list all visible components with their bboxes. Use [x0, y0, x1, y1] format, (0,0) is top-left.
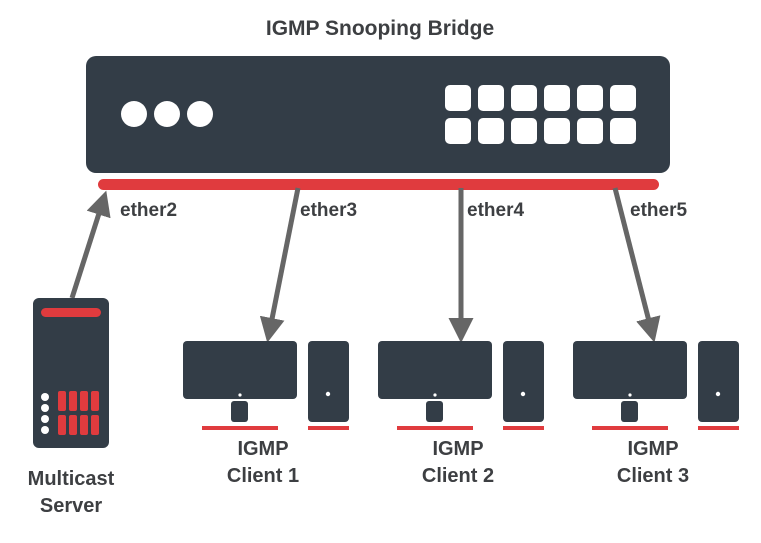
port-label-ether2: ether2: [120, 200, 177, 221]
server-drive-4: [91, 391, 99, 411]
bridge-device: [86, 56, 670, 190]
monitor-base: [592, 426, 668, 430]
pc-tower-base: [503, 426, 544, 430]
diagram-title: IGMP Snooping Bridge: [266, 17, 494, 40]
server-drive-2: [69, 391, 77, 411]
bridge-port-12: [610, 118, 636, 144]
client-3-workstation: IGMP Client 3: [573, 341, 739, 487]
monitor-stand: [621, 401, 638, 422]
bridge-port-4: [544, 85, 570, 111]
monitor-power-dot: [433, 393, 437, 397]
bridge-port-8: [478, 118, 504, 144]
connection-arrows: [69, 187, 661, 343]
bridge-port-7: [445, 118, 471, 144]
pc-tower-power-dot: [325, 391, 331, 397]
pc-tower-base: [308, 426, 349, 430]
pc-tower-power-dot: [520, 391, 526, 397]
server-led-4: [41, 426, 49, 434]
server-led-2: [41, 404, 49, 412]
server-drive-3: [80, 391, 88, 411]
pc-tower-icon: [308, 341, 349, 422]
monitor-icon: [183, 341, 297, 399]
bridge-led-3: [187, 101, 213, 127]
server-drive-8: [91, 415, 99, 435]
server-drive-bays: [58, 391, 99, 435]
client-3-label-line1: IGMP: [627, 438, 678, 460]
bridge-port-5: [577, 85, 603, 111]
bridge-bus-bar: [98, 179, 659, 190]
client-2-label-line2: Client 2: [422, 465, 494, 487]
arrow-server-to-ether2: [69, 190, 111, 299]
server-label-line1: Multicast: [28, 468, 115, 490]
server-chassis: [33, 298, 109, 448]
port-label-ether5: ether5: [630, 200, 687, 221]
server-leds: [41, 393, 49, 434]
server-drive-1: [58, 391, 66, 411]
port-label-ether3: ether3: [300, 200, 357, 221]
pc-tower-icon: [698, 341, 739, 422]
bridge-port-2: [478, 85, 504, 111]
bridge-port-6: [610, 85, 636, 111]
client-1-workstation: IGMP Client 1: [183, 341, 349, 487]
client-3-label-line2: Client 3: [617, 465, 689, 487]
client-1-label-line1: IGMP: [237, 438, 288, 460]
bridge-port-10: [544, 118, 570, 144]
bridge-status-leds: [121, 101, 213, 127]
server-label-line2: Server: [40, 495, 102, 517]
server-top-stripe: [41, 308, 101, 317]
monitor-icon: [378, 341, 492, 399]
bridge-led-2: [154, 101, 180, 127]
arrow-ether5-to-client3: [612, 187, 661, 343]
multicast-server-icon: [33, 298, 109, 448]
monitor-stand: [426, 401, 443, 422]
monitor-stand: [231, 401, 248, 422]
port-label-ether4: ether4: [467, 200, 524, 221]
server-led-1: [41, 393, 49, 401]
server-drive-6: [69, 415, 77, 435]
bridge-port-grid: [445, 85, 636, 144]
server-drive-7: [80, 415, 88, 435]
client-workstations: IGMP Client 1 IGMP Client 2 IGMP Client 3: [183, 341, 739, 487]
client-2-workstation: IGMP Client 2: [378, 341, 544, 487]
pc-tower-base: [698, 426, 739, 430]
bridge-port-1: [445, 85, 471, 111]
pc-tower-icon: [503, 341, 544, 422]
monitor-icon: [573, 341, 687, 399]
arrow-ether3-to-client1: [259, 187, 301, 343]
client-1-label-line2: Client 1: [227, 465, 299, 487]
bridge-port-3: [511, 85, 537, 111]
server-drive-5: [58, 415, 66, 435]
monitor-power-dot: [628, 393, 632, 397]
server-led-3: [41, 415, 49, 423]
bridge-port-11: [577, 118, 603, 144]
bridge-port-9: [511, 118, 537, 144]
bridge-led-1: [121, 101, 147, 127]
monitor-power-dot: [238, 393, 242, 397]
pc-tower-power-dot: [715, 391, 721, 397]
monitor-base: [397, 426, 473, 430]
monitor-base: [202, 426, 278, 430]
client-2-label-line1: IGMP: [432, 438, 483, 460]
